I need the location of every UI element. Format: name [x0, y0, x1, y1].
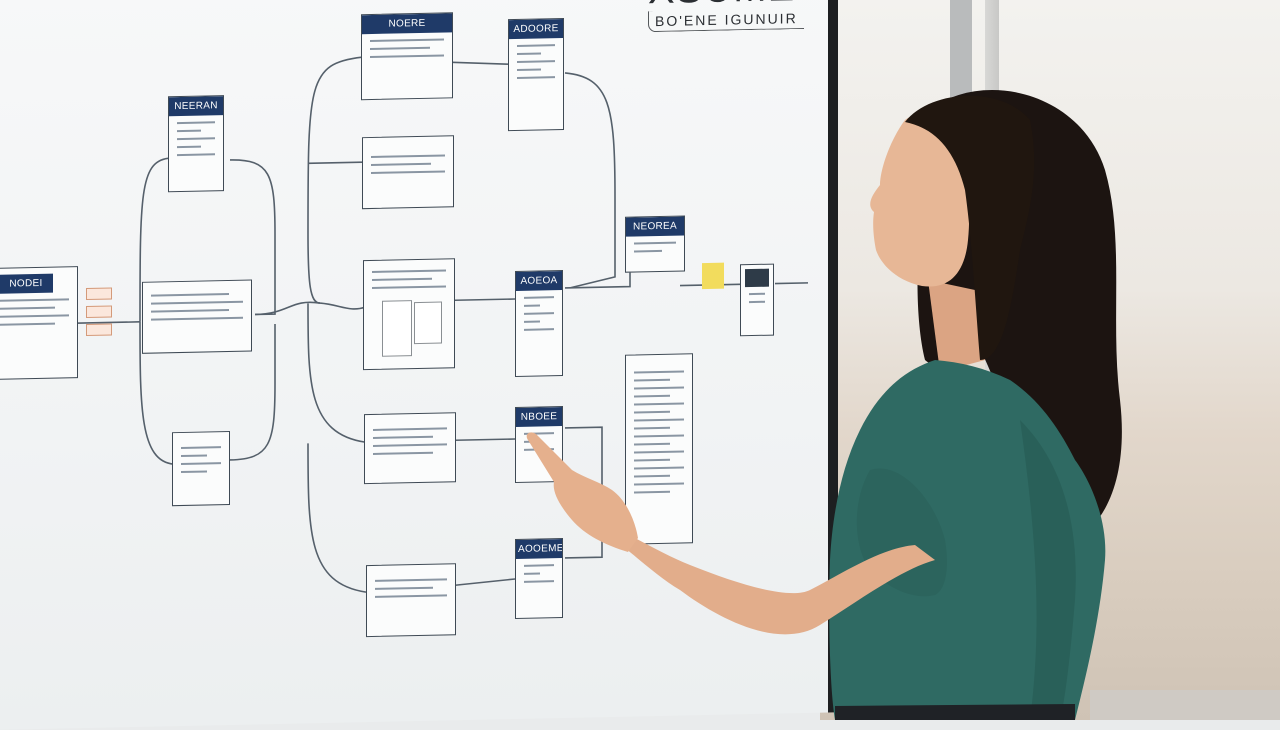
face: [870, 113, 970, 287]
flowchart-connectors: [75, 56, 808, 593]
hair-front: [905, 95, 1035, 360]
pointing-hand: [526, 432, 638, 552]
arm: [610, 525, 935, 635]
window-sill: [1090, 690, 1280, 720]
wall-display: NODEI NEERAN NOERE: [0, 0, 838, 730]
neck: [928, 280, 985, 372]
shirt-shadow: [1020, 420, 1076, 720]
trousers: [835, 704, 1075, 720]
